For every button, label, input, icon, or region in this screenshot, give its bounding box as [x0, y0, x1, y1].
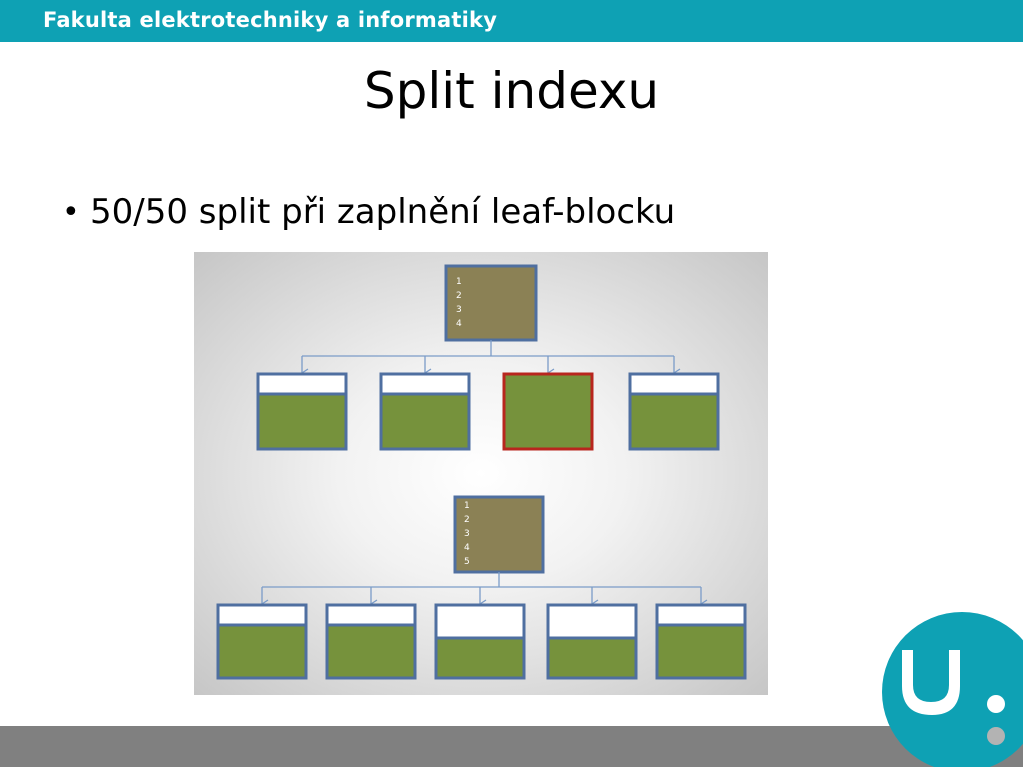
faculty-name: Fakulta elektrotechniky a informatiky: [43, 8, 498, 32]
top-root-key: 2: [456, 291, 462, 301]
bottom-root-block: [453, 495, 545, 574]
bottom-root-key: 4: [464, 543, 470, 553]
bottom-root-key: 1: [464, 501, 470, 511]
top-tree: 1 2 3 4: [256, 264, 720, 451]
bottom-root-key: 5: [464, 557, 470, 567]
top-root-block: [444, 264, 538, 342]
diagram-svg: 1 2 3 4: [216, 264, 747, 680]
full-leaf-block: [502, 372, 594, 451]
bottom-tree: 1 2 3 4 5: [216, 495, 747, 680]
leaf-block: [655, 603, 747, 680]
slide-title: Split indexu: [363, 62, 660, 120]
split-leaf-block: [434, 603, 526, 680]
top-root-key: 1: [456, 277, 462, 287]
top-root-key: 4: [456, 319, 462, 329]
leaf-block: [256, 372, 348, 451]
bottom-root-key: 3: [464, 529, 470, 539]
leaf-block: [379, 372, 471, 451]
leaf-block: [216, 603, 308, 680]
bullet-text: 50/50 split při zaplnění leaf-blocku: [90, 192, 676, 232]
footer-band: [0, 726, 1023, 767]
split-leaf-block: [546, 603, 638, 680]
bullet-icon: •: [62, 194, 80, 230]
index-split-diagram: 1 2 3 4: [194, 252, 768, 695]
leaf-block: [628, 372, 720, 451]
university-logo: [880, 612, 1023, 771]
bullet-item: • 50/50 split při zaplnění leaf-blocku: [62, 192, 675, 232]
top-root-key: 3: [456, 305, 462, 315]
leaf-block: [325, 603, 417, 680]
header-band: Fakulta elektrotechniky a informatiky: [0, 0, 1023, 42]
bottom-root-key: 2: [464, 515, 470, 525]
